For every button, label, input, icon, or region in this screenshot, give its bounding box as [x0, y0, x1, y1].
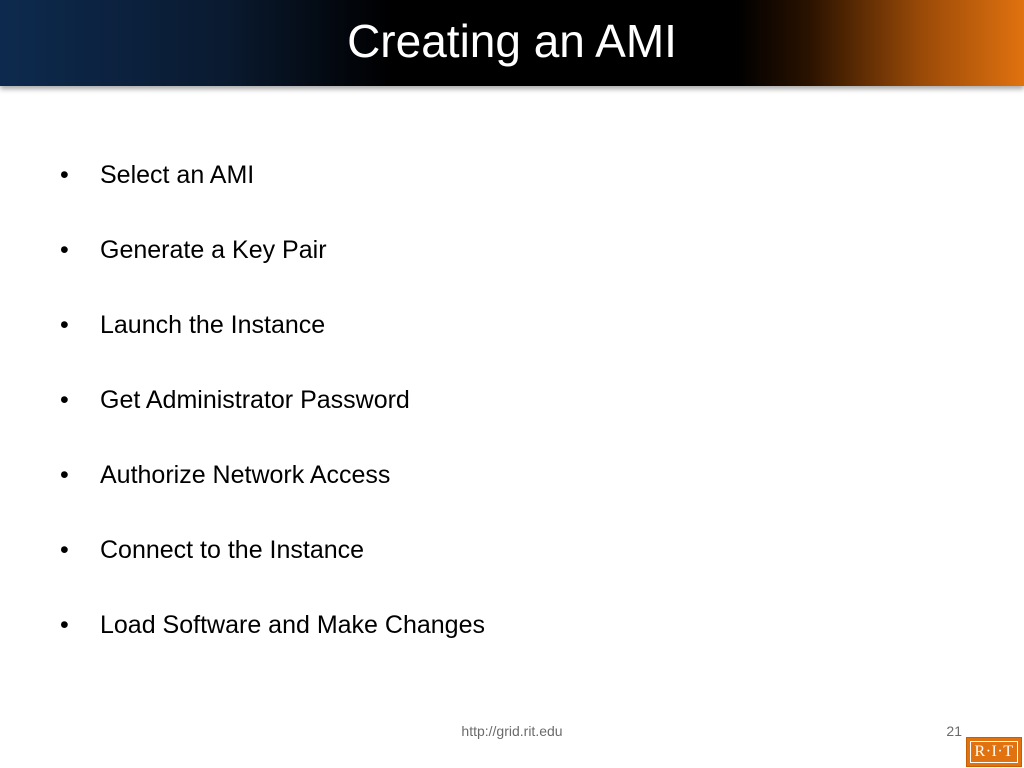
- bullet-text: Authorize Network Access: [100, 461, 391, 489]
- bullet-item: • Load Software and Make Changes: [60, 606, 485, 681]
- bullet-item: • Generate a Key Pair: [60, 231, 485, 306]
- bullet-dot-icon: •: [60, 386, 69, 414]
- bullet-text: Generate a Key Pair: [100, 236, 327, 264]
- bullet-list: • Select an AMI • Generate a Key Pair • …: [60, 156, 485, 681]
- page-number: 21: [946, 723, 962, 739]
- bullet-dot-icon: •: [60, 161, 69, 189]
- bullet-item: • Connect to the Instance: [60, 531, 485, 606]
- bullet-item: • Authorize Network Access: [60, 456, 485, 531]
- bullet-text: Launch the Instance: [100, 311, 326, 339]
- bullet-item: • Select an AMI: [60, 156, 485, 231]
- bullet-dot-icon: •: [60, 461, 69, 489]
- bullet-dot-icon: •: [60, 611, 69, 639]
- bullet-text: Get Administrator Password: [100, 386, 410, 414]
- rit-logo: R·I·T: [966, 737, 1022, 767]
- footer-url: http://grid.rit.edu: [461, 723, 563, 739]
- bullet-text: Load Software and Make Changes: [100, 611, 485, 639]
- rit-logo-text: R·I·T: [970, 741, 1018, 763]
- title-bar: Creating an AMI: [0, 0, 1024, 86]
- bullet-dot-icon: •: [60, 236, 69, 264]
- bullet-text: Select an AMI: [100, 161, 255, 189]
- bullet-dot-icon: •: [60, 311, 69, 339]
- bullet-text: Connect to the Instance: [100, 536, 365, 564]
- slide-title: Creating an AMI: [347, 15, 677, 67]
- bullet-item: • Launch the Instance: [60, 306, 485, 381]
- bullet-item: • Get Administrator Password: [60, 381, 485, 456]
- bullet-dot-icon: •: [60, 536, 69, 564]
